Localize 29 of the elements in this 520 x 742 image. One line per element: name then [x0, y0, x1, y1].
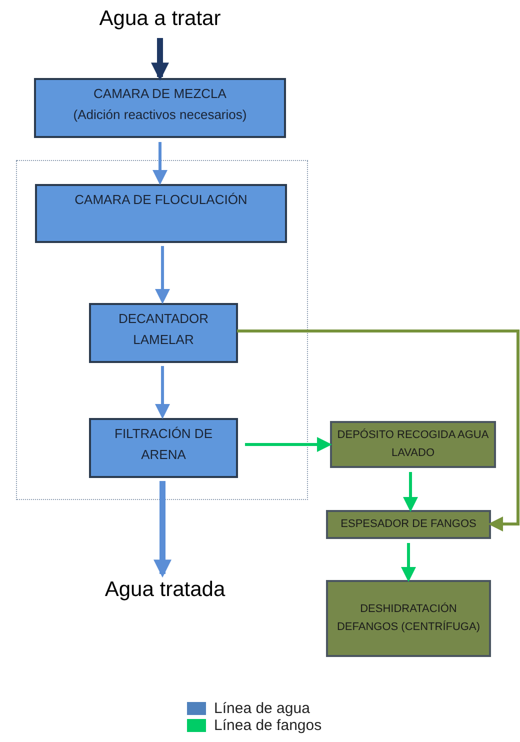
process-box [89, 303, 238, 363]
arrow [154, 481, 172, 578]
arrow [237, 330, 520, 532]
flow-label: Agua a tratar [99, 6, 221, 32]
node-text: DESHIDRATACIÓN DEFANGOS (CENTRÍFUGA) [336, 602, 481, 634]
process-box [34, 78, 286, 138]
arrow [151, 38, 169, 81]
arrow [245, 437, 332, 452]
node-text: DECANTADOR LAMELAR [117, 310, 210, 349]
process-box [330, 421, 496, 468]
node-text: DEPÓSITO RECOGIDA AGUA LAVADO [336, 428, 490, 460]
arrow [401, 543, 416, 582]
legend-label: Línea de agua [214, 701, 310, 716]
flow-label: Agua tratada [104, 577, 226, 604]
process-box [89, 418, 238, 478]
legend-label: Línea de fangos [214, 718, 322, 733]
node-text: ESPESADOR DE FANGOS [340, 516, 476, 532]
arrow [403, 472, 418, 512]
arrow [155, 366, 170, 419]
process-box [326, 510, 491, 539]
node-text: CAMARA DE MEZCLA [94, 85, 226, 103]
process-box [326, 580, 491, 657]
group-frame [16, 160, 308, 500]
node-text: (Adición reactivos necesarios) [73, 106, 247, 124]
node-text: CAMARA DE FLOCULACIÓN [74, 191, 248, 209]
arrow [152, 142, 168, 185]
node-text: FILTRACIÓN DE ARENA [114, 425, 214, 464]
arrow [155, 246, 170, 304]
process-box [35, 184, 287, 243]
